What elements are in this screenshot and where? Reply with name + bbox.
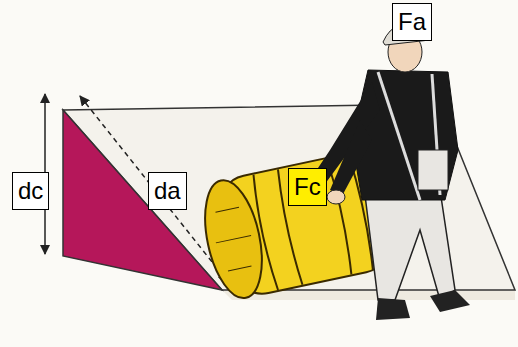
- man-figure: [305, 24, 470, 320]
- symbol-label: Fc: [288, 168, 327, 206]
- length-arrow: [80, 96, 228, 282]
- ramp-side: [63, 110, 222, 290]
- symbol-label: Fa: [392, 3, 432, 41]
- symbol-label: dc: [12, 172, 49, 210]
- symbol-label: da: [148, 172, 187, 210]
